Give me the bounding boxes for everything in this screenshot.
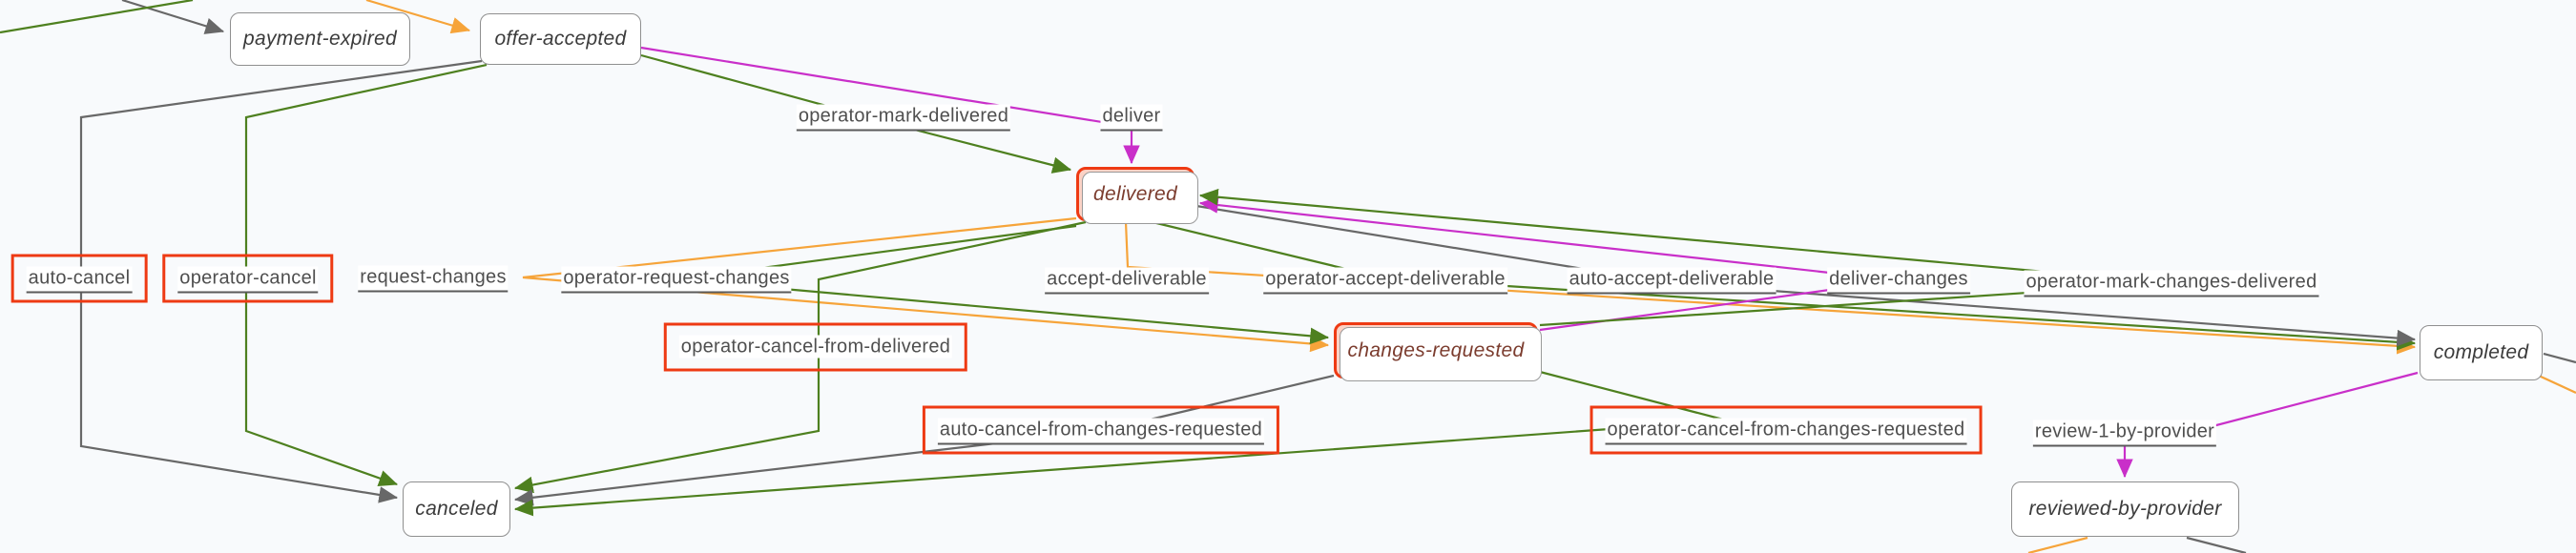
transition-label-text: deliver bbox=[1100, 104, 1163, 132]
edge-request-changes bbox=[522, 216, 1330, 353]
state-node-offer-accepted[interactable]: offer-accepted bbox=[480, 13, 641, 65]
state-node-canceled[interactable]: canceled bbox=[403, 481, 510, 537]
transition-label-text: deliver-changes bbox=[1827, 267, 1970, 295]
transition-label-text: auto-cancel bbox=[26, 266, 133, 294]
transition-label-operator-mark-delivered[interactable]: operator-mark-delivered bbox=[796, 104, 1011, 132]
transition-label-deliver-changes[interactable]: deliver-changes bbox=[1827, 267, 1970, 295]
transition-label-operator-request-changes[interactable]: operator-request-changes bbox=[561, 266, 792, 294]
state-node-label: offer-accepted bbox=[494, 28, 627, 50]
transition-label-text: operator-request-changes bbox=[561, 266, 792, 294]
state-node-label: changes-requested bbox=[1347, 338, 1525, 361]
edge-completed-out-right-orange bbox=[2538, 375, 2576, 394]
transition-label-text: operator-cancel bbox=[177, 266, 319, 294]
edge-completed-out-right-gray bbox=[2543, 352, 2576, 364]
transition-label-operator-mark-changes-delivered[interactable]: operator-mark-changes-delivered bbox=[2024, 270, 2319, 297]
transition-label-text: operator-cancel-from-changes-requested bbox=[1605, 418, 1967, 445]
transition-label-auto-accept-deliverable[interactable]: auto-accept-deliverable bbox=[1567, 267, 1776, 295]
state-node-reviewed-by-provider[interactable]: reviewed-by-provider bbox=[2011, 481, 2239, 537]
state-node-payment-expired[interactable]: payment-expired bbox=[230, 12, 410, 66]
state-node-label: payment-expired bbox=[243, 28, 397, 50]
transition-label-operator-cancel[interactable]: operator-cancel bbox=[162, 254, 334, 303]
edge-into-offer-accepted bbox=[365, 0, 471, 34]
edge-accept-deliverable bbox=[1124, 221, 2417, 355]
transition-label-operator-cancel-from-changes-requested[interactable]: operator-cancel-from-changes-requested bbox=[1589, 405, 1983, 455]
edge-deliver-changes bbox=[1198, 196, 1900, 332]
transition-label-text: review-1-by-provider bbox=[2032, 420, 2217, 447]
transition-label-text: request-changes bbox=[358, 265, 509, 293]
transition-label-text: auto-cancel-from-changes-requested bbox=[937, 418, 1265, 445]
transition-label-text: operator-mark-changes-delivered bbox=[2024, 270, 2319, 297]
state-node-delivered[interactable]: delivered bbox=[1076, 167, 1198, 224]
transition-label-text: operator-cancel-from-delivered bbox=[678, 335, 953, 358]
transition-label-text: auto-accept-deliverable bbox=[1567, 267, 1776, 295]
edge-reviewed-out-bottom-gray bbox=[2186, 536, 2247, 553]
transition-label-text: operator-accept-deliverable bbox=[1263, 267, 1507, 295]
state-node-label: canceled bbox=[415, 498, 498, 520]
state-node-label: delivered bbox=[1093, 182, 1177, 205]
edge-operator-mark-changes-delivered bbox=[1198, 188, 2172, 327]
state-node-changes-requested[interactable]: changes-requested bbox=[1334, 322, 1542, 381]
transition-label-auto-cancel-from-changes-requested[interactable]: auto-cancel-from-changes-requested bbox=[922, 405, 1280, 455]
edge-into-payment-expired bbox=[121, 0, 225, 34]
edge-reviewed-out-bottom-orange bbox=[2027, 536, 2088, 553]
transition-label-request-changes[interactable]: request-changes bbox=[358, 265, 509, 293]
transition-label-text: accept-deliverable bbox=[1045, 267, 1209, 295]
transition-label-auto-cancel[interactable]: auto-cancel bbox=[10, 254, 148, 303]
transition-label-deliver[interactable]: deliver bbox=[1100, 104, 1163, 132]
transition-label-review-1-by-provider[interactable]: review-1-by-provider bbox=[2032, 420, 2217, 447]
transition-label-text: operator-mark-delivered bbox=[796, 104, 1011, 132]
state-node-label: completed bbox=[2433, 341, 2529, 363]
transition-label-operator-cancel-from-delivered[interactable]: operator-cancel-from-delivered bbox=[663, 322, 968, 372]
transition-label-operator-accept-deliverable[interactable]: operator-accept-deliverable bbox=[1263, 267, 1507, 295]
state-node-label: reviewed-by-provider bbox=[2028, 498, 2222, 520]
state-node-completed[interactable]: completed bbox=[2420, 325, 2543, 380]
transition-label-accept-deliverable[interactable]: accept-deliverable bbox=[1045, 267, 1209, 295]
edge-cropped-top-left bbox=[0, 0, 194, 34]
